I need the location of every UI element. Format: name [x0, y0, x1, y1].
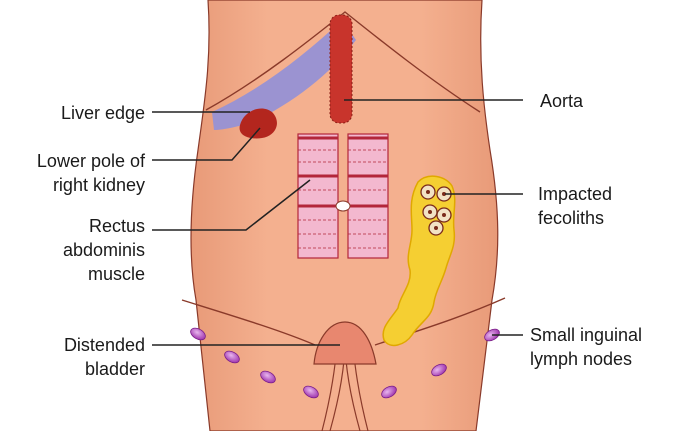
label-kidney-line2: right kidney [53, 175, 145, 195]
umbilicus [336, 201, 350, 211]
label-fecoliths-line2: fecoliths [538, 208, 604, 228]
label-aorta: Aorta [540, 91, 584, 111]
label-kidney-line1: Lower pole of [37, 151, 146, 171]
label-fecoliths-line1: Impacted [538, 184, 612, 204]
aorta-shape [330, 15, 352, 123]
label-rectus-line2: abdominis [63, 240, 145, 260]
label-bladder-line1: Distended [64, 335, 145, 355]
label-rectus-line1: Rectus [89, 216, 145, 236]
label-bladder-line2: bladder [85, 359, 145, 379]
label-rectus-line3: muscle [88, 264, 145, 284]
label-nodes-line2: lymph nodes [530, 349, 632, 369]
label-liver-edge: Liver edge [61, 103, 145, 123]
label-nodes-line1: Small inguinal [530, 325, 642, 345]
